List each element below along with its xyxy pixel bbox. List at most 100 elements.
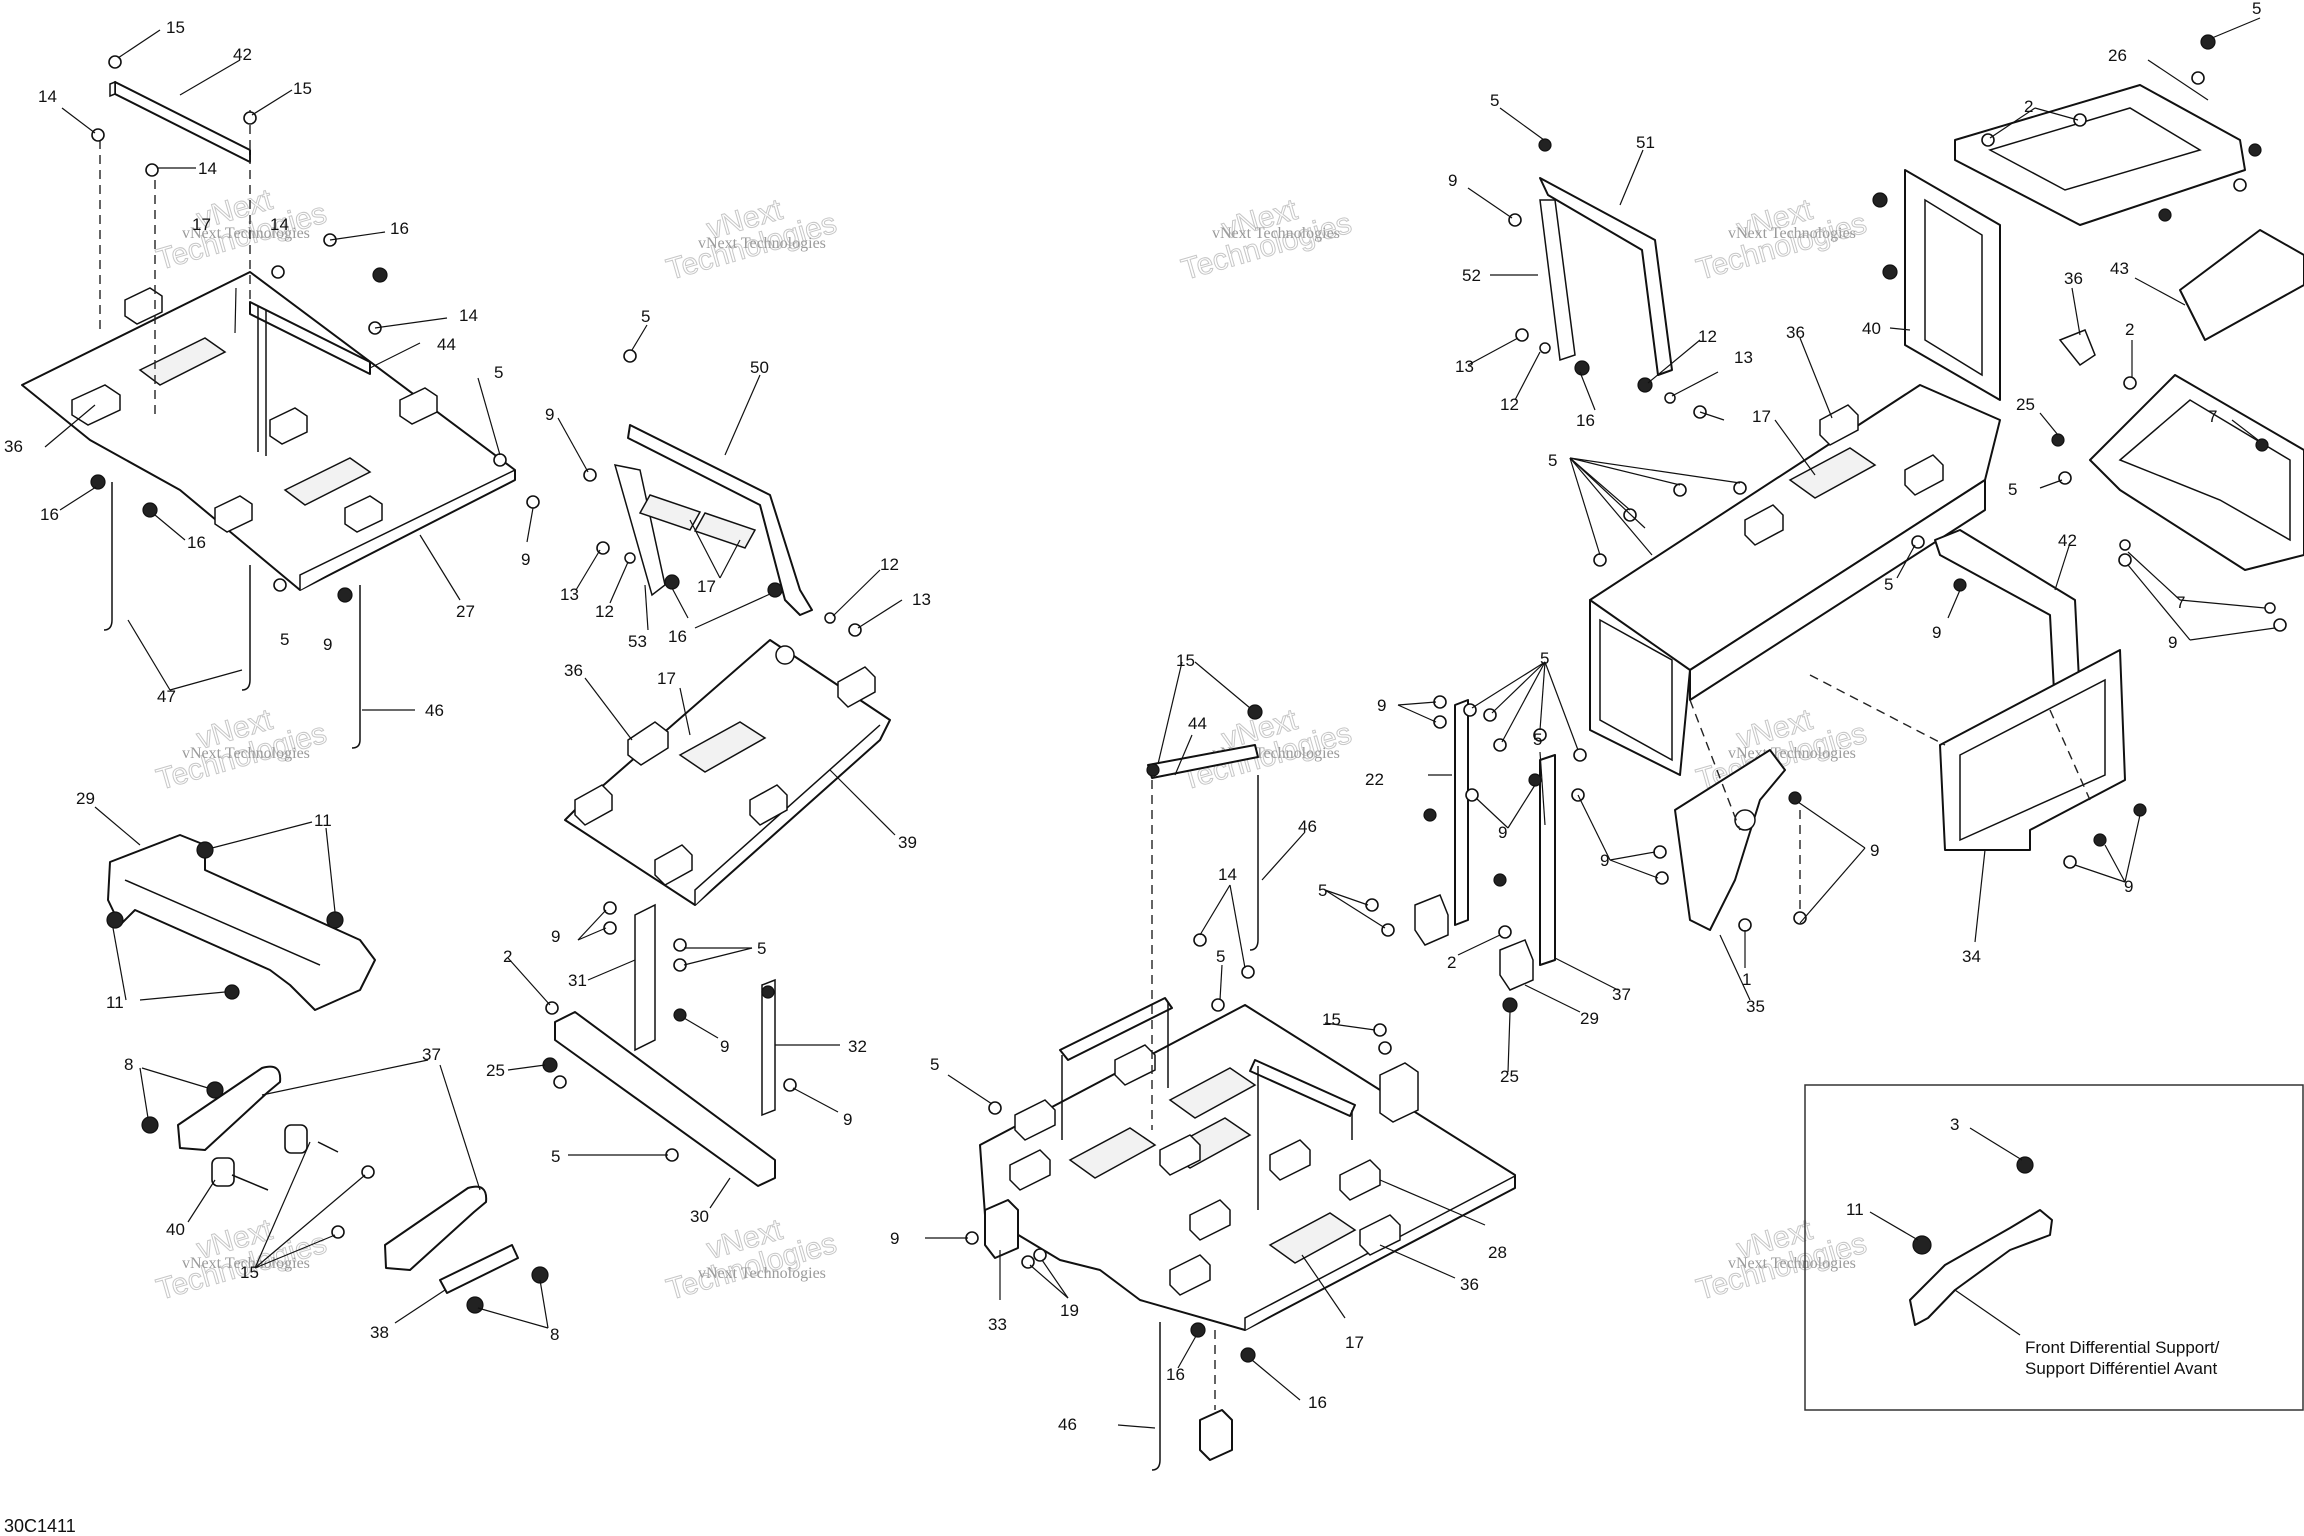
bracket-36e xyxy=(214,495,253,533)
nut-17i xyxy=(1637,377,1653,393)
main-frame-assembly xyxy=(1589,34,2304,932)
callout-19: 17 xyxy=(657,669,676,688)
callout-19: 17 xyxy=(1752,407,1771,426)
bolt-5i xyxy=(988,1101,1002,1115)
plate-42-lip xyxy=(694,724,881,905)
bracket-36-tray-g xyxy=(1189,1199,1231,1241)
nut-9b xyxy=(141,1116,159,1134)
watermark-small: vNext Technologies xyxy=(182,745,310,762)
bracket-bottom xyxy=(1199,1409,1233,1461)
pad-19d xyxy=(693,512,757,549)
bracket-35 xyxy=(1674,749,1786,931)
callout-33: 33 xyxy=(988,1315,1007,1334)
nut-17k xyxy=(1882,264,1898,280)
nut-10s xyxy=(1953,578,1967,592)
pad-tray-b xyxy=(1168,1067,1257,1119)
callout-17: 16 xyxy=(1308,1393,1327,1412)
callout-5: 5 xyxy=(2008,480,2017,499)
support-29 xyxy=(106,834,376,1011)
nut-10e xyxy=(603,921,617,935)
bar-47-rods xyxy=(257,306,267,456)
battery-tray-left-assembly xyxy=(21,55,540,749)
bracket-36l xyxy=(1819,404,1859,446)
nut-17n xyxy=(2248,143,2262,157)
nut-17j xyxy=(1872,192,1888,208)
inset-caption-line1: Front Differential Support/ xyxy=(2025,1338,2220,1357)
callout-5: 5 xyxy=(757,939,766,958)
callout-5: 5 xyxy=(1216,947,1225,966)
callout-53: 53 xyxy=(628,632,647,651)
callout-14: 14 xyxy=(1218,865,1237,884)
callout-2: 2 xyxy=(1447,953,1456,972)
brackets-38-39-40 xyxy=(141,1065,549,1314)
bolt-2e xyxy=(2123,376,2137,390)
bolt-5o xyxy=(1365,898,1379,912)
bolts xyxy=(231,1141,339,1191)
bolt-5x xyxy=(1593,553,1607,567)
bolt-3 xyxy=(2016,1156,2034,1174)
callout-10: 9 xyxy=(2168,633,2177,652)
spacer xyxy=(284,1124,308,1154)
rod-49b xyxy=(241,565,251,691)
callout-19: 17 xyxy=(1345,1333,1364,1352)
callout-10: 9 xyxy=(545,405,554,424)
callout-17: 16 xyxy=(668,627,687,646)
callout-14: 14 xyxy=(459,306,478,325)
bolt-5 xyxy=(493,453,507,467)
callout-2: 2 xyxy=(2024,97,2033,116)
nut-23b xyxy=(1502,997,1518,1013)
battery-tray-27 xyxy=(965,704,1516,1471)
bracket-35-hole xyxy=(1734,809,1756,831)
bracket-32 xyxy=(761,978,776,1117)
bracket-36o xyxy=(2058,329,2096,367)
nut-17l xyxy=(2158,208,2172,222)
nut-22 xyxy=(1033,1248,1047,1262)
inset-callout-3: 3 xyxy=(1950,1115,1959,1134)
bolt-8 xyxy=(2255,438,2269,452)
bolt-16 xyxy=(1373,1023,1387,1037)
bracket-33 xyxy=(984,1199,1019,1259)
bracket-36-tray-i xyxy=(1014,1099,1056,1141)
tray-27-tab xyxy=(1379,1062,1419,1123)
nut-10u xyxy=(1793,911,1807,925)
nut-10r xyxy=(2273,618,2287,632)
callout-17: 16 xyxy=(1166,1365,1185,1384)
bracket-36c xyxy=(269,407,308,445)
callout-15: 15 xyxy=(1176,651,1195,670)
bracket-46 xyxy=(2179,229,2304,341)
callout-12: 12 xyxy=(595,602,614,621)
callout-9: 8 xyxy=(124,1055,133,1074)
nut-10 xyxy=(526,495,540,509)
callout-26: 27 xyxy=(456,602,475,621)
bracket-38b xyxy=(384,1185,488,1271)
bracket-50-52 xyxy=(1508,138,1707,419)
document-code: 30C1411 xyxy=(4,1516,76,1536)
callout-49: 47 xyxy=(157,687,176,706)
callout-38: 37 xyxy=(422,1045,441,1064)
callout-48: 46 xyxy=(1298,817,1317,836)
nut-17f xyxy=(1190,1322,1206,1338)
callout-9: 8 xyxy=(550,1325,559,1344)
callout-4: 15 xyxy=(240,1263,259,1282)
pad-tray xyxy=(1068,1127,1157,1179)
nut-10l xyxy=(1465,788,1479,802)
main-frame-side xyxy=(1689,479,1986,701)
nut-10b xyxy=(337,587,353,603)
bolt-14 xyxy=(91,128,105,142)
callout-46: 43 xyxy=(2110,259,2129,278)
bracket-52 xyxy=(1539,199,1576,362)
inset-frame xyxy=(1804,1084,2304,1411)
nut-11 xyxy=(196,841,214,859)
pad-tray-c xyxy=(1268,1212,1357,1264)
bolt-16b xyxy=(1378,1041,1392,1055)
watermark-small: vNext Technologies xyxy=(1728,225,1856,242)
callout-1: 1 xyxy=(1742,970,1751,989)
callout-5: 5 xyxy=(280,630,289,649)
callout-10: 9 xyxy=(720,1037,729,1056)
bracket-36m xyxy=(1904,454,1944,496)
hold-down-bar-tray-b xyxy=(1249,1059,1356,1117)
rod-48-bottom xyxy=(1151,1322,1161,1471)
inset-caption-line2: Support Différentiel Avant xyxy=(2025,1359,2217,1378)
callout-2: 2 xyxy=(2125,320,2134,339)
callout-25: 26 xyxy=(2108,46,2127,65)
